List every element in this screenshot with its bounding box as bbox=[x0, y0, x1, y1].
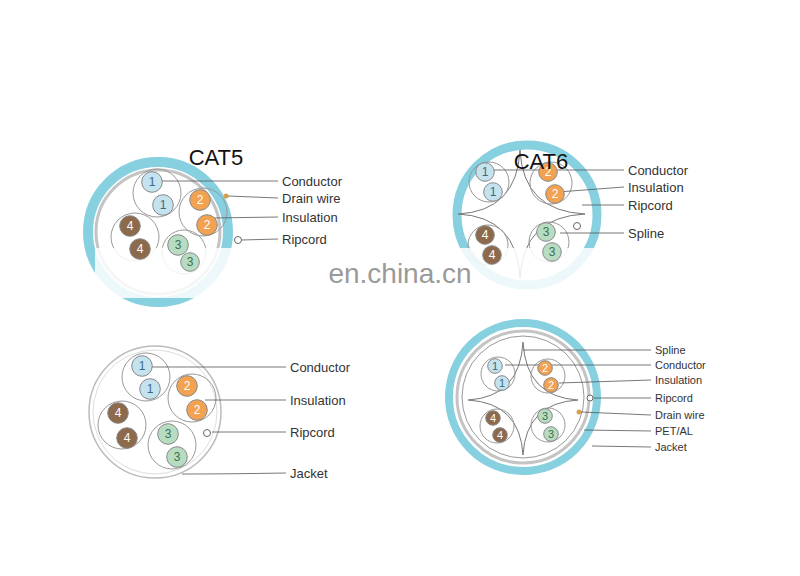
part-label: Insulation bbox=[290, 394, 346, 407]
pair-number: 3 bbox=[542, 242, 562, 262]
conductor-circle: 2 bbox=[176, 375, 198, 397]
conductor-circle: 1 bbox=[152, 194, 174, 216]
conductor-circle: 4 bbox=[129, 238, 151, 260]
pair-number: 3 bbox=[157, 423, 179, 445]
part-label: Ripcord bbox=[282, 233, 327, 246]
pair-number: 1 bbox=[141, 171, 163, 193]
pair-number: 4 bbox=[485, 410, 501, 426]
conductor-circle: 3 bbox=[166, 446, 188, 468]
pair-number: 4 bbox=[482, 245, 502, 265]
part-label: Conductor bbox=[282, 175, 342, 188]
conductor-circle: 3 bbox=[180, 252, 200, 272]
conductor-circle: 2 bbox=[537, 360, 553, 376]
pair-number: 3 bbox=[543, 426, 559, 442]
part-label: Jacket bbox=[290, 467, 328, 480]
part-label: Conductor bbox=[628, 164, 688, 177]
conductor-circle: 3 bbox=[542, 242, 562, 262]
conductor-circle: 3 bbox=[536, 222, 556, 242]
pair-number: 2 bbox=[543, 377, 559, 393]
conductor-circle: 4 bbox=[475, 225, 495, 245]
part-label: Drain wire bbox=[282, 192, 341, 205]
conductor-circle: 4 bbox=[492, 427, 508, 443]
conductor-circle: 3 bbox=[167, 234, 189, 256]
part-label: Jacket bbox=[655, 442, 687, 453]
conductor-circle: 4 bbox=[107, 402, 129, 424]
conductor-circle: 2 bbox=[196, 214, 218, 236]
pair-number: 3 bbox=[537, 408, 553, 424]
part-label: Spline bbox=[628, 227, 664, 240]
conductor-circle: 4 bbox=[485, 410, 501, 426]
part-label: Insulation bbox=[655, 375, 702, 386]
conductor-circle: 4 bbox=[116, 427, 138, 449]
pair-number: 2 bbox=[189, 189, 211, 211]
pair-number: 3 bbox=[536, 222, 556, 242]
pair-number: 4 bbox=[116, 427, 138, 449]
conductor-circle: 2 bbox=[545, 184, 565, 204]
pair-number: 2 bbox=[186, 399, 208, 421]
part-label: Insulation bbox=[282, 211, 338, 224]
part-label: Ripcord bbox=[655, 393, 693, 404]
part-label: Drain wire bbox=[655, 410, 705, 421]
conductor-circle: 2 bbox=[186, 399, 208, 421]
part-label: Ripcord bbox=[290, 426, 335, 439]
conductor-circle: 2 bbox=[189, 189, 211, 211]
conductor-circle: 1 bbox=[475, 162, 495, 182]
conductor-circle: 1 bbox=[141, 171, 163, 193]
conductor-circle: 1 bbox=[494, 375, 510, 391]
pair-number: 4 bbox=[129, 238, 151, 260]
pair-number: 1 bbox=[494, 375, 510, 391]
pair-number: 3 bbox=[167, 234, 189, 256]
part-label: PET/AL bbox=[655, 426, 693, 437]
conductor-circle: 4 bbox=[119, 215, 141, 237]
part-label: Insulation bbox=[628, 181, 684, 194]
conductor-circle: 1 bbox=[487, 358, 503, 374]
pair-number: 2 bbox=[196, 214, 218, 236]
pair-number: 1 bbox=[483, 182, 503, 202]
pair-number: 1 bbox=[152, 194, 174, 216]
conductor-circle: 1 bbox=[483, 182, 503, 202]
pair-number: 4 bbox=[475, 225, 495, 245]
conductor-circle: 3 bbox=[157, 423, 179, 445]
conductor-circle: 1 bbox=[131, 355, 153, 377]
pair-number: 4 bbox=[119, 215, 141, 237]
conductor-circle: 1 bbox=[139, 378, 161, 400]
part-label: Conductor bbox=[290, 361, 350, 374]
conductor-circle: 4 bbox=[482, 245, 502, 265]
pair-number: 1 bbox=[487, 358, 503, 374]
pair-number: 2 bbox=[176, 375, 198, 397]
conductor-circle: 3 bbox=[543, 426, 559, 442]
pair-number: 1 bbox=[139, 378, 161, 400]
watermark: en.china.cn bbox=[328, 260, 471, 288]
pair-number: 2 bbox=[537, 360, 553, 376]
part-label: Spline bbox=[655, 345, 686, 356]
conductor-circle: 3 bbox=[537, 408, 553, 424]
part-label: Ripcord bbox=[628, 199, 673, 212]
cable-title: CAT5 bbox=[189, 147, 244, 169]
pair-number: 4 bbox=[107, 402, 129, 424]
part-label: Conductor bbox=[655, 360, 706, 371]
pair-number: 3 bbox=[166, 446, 188, 468]
pair-number: 1 bbox=[131, 355, 153, 377]
pair-number: 3 bbox=[180, 252, 200, 272]
cable-title: CAT6 bbox=[514, 151, 569, 173]
conductor-circle: 2 bbox=[543, 377, 559, 393]
pair-number: 4 bbox=[492, 427, 508, 443]
pair-number: 1 bbox=[475, 162, 495, 182]
pair-number: 2 bbox=[545, 184, 565, 204]
